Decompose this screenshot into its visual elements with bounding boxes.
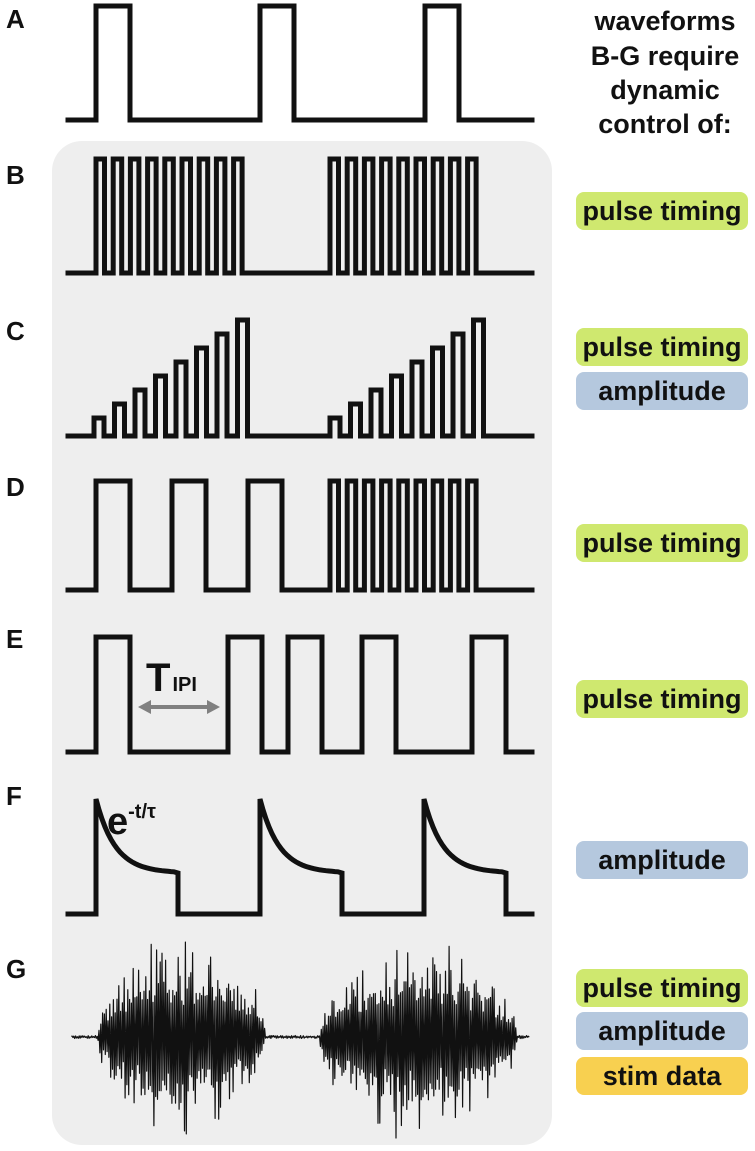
decay-label-exponent: -t/τ	[128, 801, 156, 823]
ipi-arrow-head-left	[138, 700, 151, 714]
tag-timing-label: pulse timing	[582, 528, 741, 558]
tag-amplitude-background	[576, 1012, 748, 1050]
decay-label-base: e	[107, 801, 128, 843]
control-tags: pulse timing pulse timing amplitude pulse t…	[576, 192, 748, 1095]
header-line: waveforms	[593, 6, 735, 36]
tag-timing-label: pulse timing	[582, 332, 741, 362]
tag-timing-background	[576, 328, 748, 366]
tag-data-background	[576, 1057, 748, 1095]
tag-amplitude-background	[576, 372, 748, 410]
tag-amplitude-label: amplitude	[598, 845, 726, 875]
row-letter-a: A	[6, 4, 25, 34]
waveform-f	[65, 798, 535, 917]
waveform-g-noise-burst	[71, 941, 530, 1139]
waveforms-b-g-panel	[52, 141, 552, 1145]
ipi-arrow-head-right	[207, 700, 220, 714]
waveform-c	[65, 317, 535, 439]
waveform-a	[65, 3, 535, 123]
tag-timing-background	[576, 680, 748, 718]
row-letter-c: C	[6, 316, 25, 346]
tag-timing-label: pulse timing	[582, 684, 741, 714]
ipi-label-sub: IPI	[172, 674, 196, 696]
header-line: control of:	[598, 109, 731, 139]
tag-timing-background	[576, 192, 748, 230]
row-letters: A B C D E F G	[6, 4, 26, 984]
header-line: dynamic	[610, 75, 720, 105]
decay-annotation: e-t/τ	[107, 801, 156, 843]
row-letter-b: B	[6, 160, 25, 190]
waveform-b	[65, 156, 535, 276]
row-letter-e: E	[6, 624, 23, 654]
waveform-d	[65, 478, 535, 593]
tag-timing-background	[576, 524, 748, 562]
tag-timing-background	[576, 969, 748, 1007]
tag-timing-label: pulse timing	[582, 196, 741, 226]
row-letter-d: D	[6, 472, 25, 502]
row-letter-g: G	[6, 954, 26, 984]
waveform-e	[65, 634, 535, 755]
tag-data-label: stim data	[603, 1061, 723, 1091]
tag-amplitude-background	[576, 841, 748, 879]
tag-timing-label: pulse timing	[582, 973, 741, 1003]
ipi-label-main: T	[146, 656, 170, 700]
decay-label: e-t/τ	[107, 801, 156, 843]
tag-amplitude-label: amplitude	[598, 1016, 726, 1046]
header-text: waveforms B-G require dynamic control of…	[591, 6, 740, 139]
header-line: B-G require	[591, 41, 740, 71]
row-letter-f: F	[6, 781, 22, 811]
tag-amplitude-label: amplitude	[598, 376, 726, 406]
